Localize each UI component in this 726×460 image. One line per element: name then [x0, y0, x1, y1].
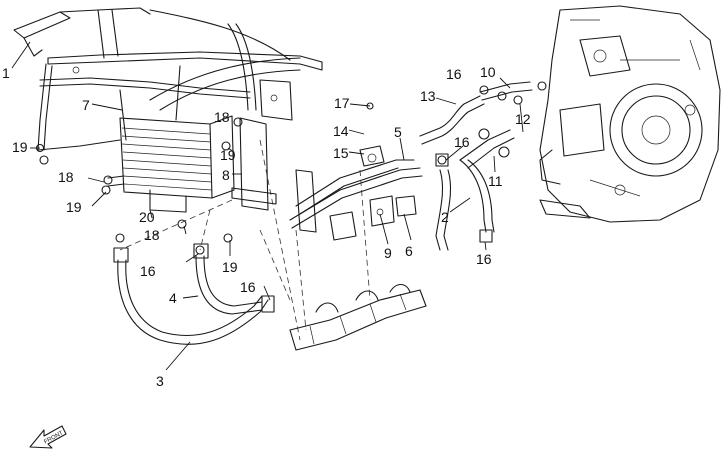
callout-1: 1 — [2, 65, 10, 81]
callout-18c: 18 — [144, 227, 160, 243]
callout-3: 3 — [156, 373, 164, 389]
lower-skid-frame — [289, 283, 427, 351]
callout-19b: 19 — [220, 147, 236, 163]
callout-16b: 16 — [454, 134, 470, 150]
callout-19a: 19 — [12, 139, 28, 155]
front-arrow-label: FRONT — [43, 430, 64, 445]
frame-assembly — [13, 7, 323, 151]
callout-14: 14 — [333, 123, 349, 139]
callout-12: 12 — [515, 111, 531, 127]
callout-19d: 19 — [222, 259, 238, 275]
oil-hoses-upper — [419, 81, 533, 251]
callout-4: 4 — [169, 290, 177, 306]
callout-labels: 1 2 3 4 5 6 7 8 9 10 11 12 13 14 15 16 1… — [2, 64, 531, 389]
callout-13: 13 — [420, 88, 436, 104]
callout-5: 5 — [394, 124, 402, 140]
mounting-bracket — [231, 117, 277, 211]
callout-18a: 18 — [214, 109, 230, 125]
oil-lines — [289, 145, 423, 241]
callout-10: 10 — [480, 64, 496, 80]
projection-lines — [119, 139, 371, 341]
callout-16a: 16 — [446, 66, 462, 82]
callout-2: 2 — [441, 209, 449, 225]
callout-16d: 16 — [140, 263, 156, 279]
engine-block — [539, 5, 721, 223]
callout-16c: 16 — [476, 251, 492, 267]
callout-8: 8 — [222, 167, 230, 183]
callout-9: 9 — [384, 245, 392, 261]
callout-18b: 18 — [58, 169, 74, 185]
callout-15: 15 — [333, 145, 349, 161]
leader-lines — [11, 41, 524, 371]
callout-20: 20 — [139, 209, 155, 225]
callout-6: 6 — [405, 243, 413, 259]
callout-11: 11 — [488, 173, 503, 189]
callout-16e: 16 — [240, 279, 256, 295]
front-arrow-icon: FRONT — [29, 425, 67, 449]
callout-17: 17 — [334, 95, 350, 111]
callout-7: 7 — [82, 97, 90, 113]
callout-19c: 19 — [66, 199, 82, 215]
oil-cooler — [107, 115, 235, 213]
oil-hoses-lower — [113, 243, 275, 345]
